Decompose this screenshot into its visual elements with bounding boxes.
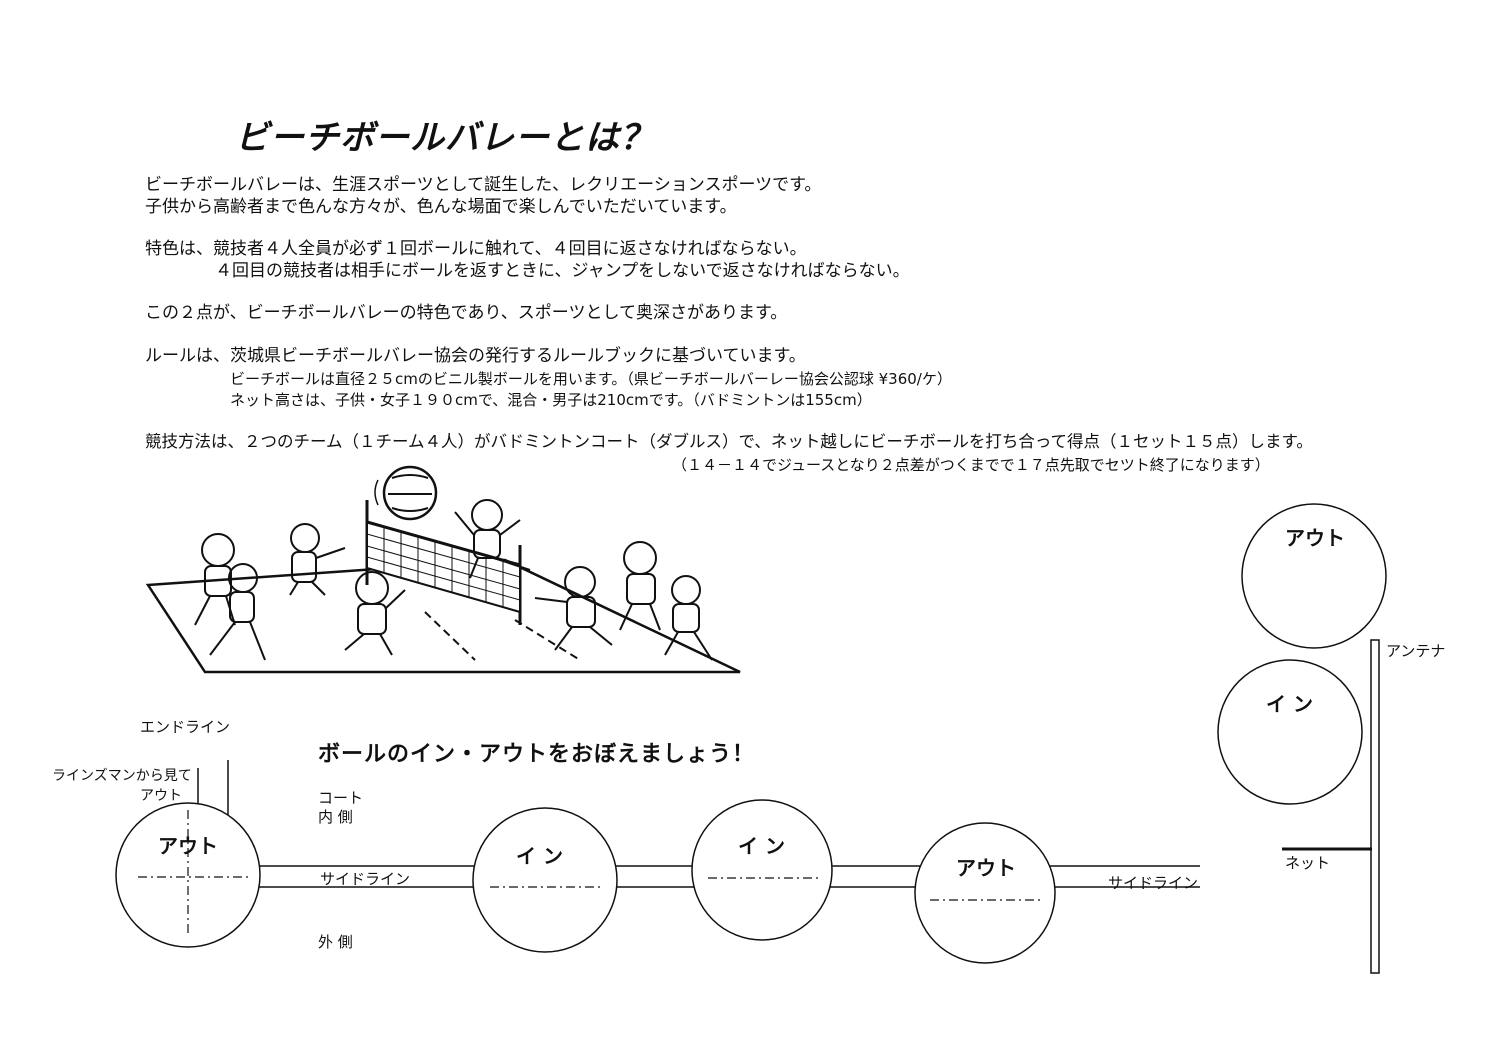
ball-circle-in-1 xyxy=(472,807,618,953)
rules-line-2: ビーチボールは直径２５cmのビニル製ボールを用います。（県ビーチボールバーレー協… xyxy=(230,370,952,388)
ball-label-out-1: アウト xyxy=(158,834,218,858)
rules-line-1: ルールは、茨城県ビーチボールバレー協会の発行するルールブックに基づいています。 xyxy=(145,346,806,366)
court-label-1: コート xyxy=(318,789,364,807)
ball-circle-in-mid xyxy=(1217,659,1363,805)
features-line-2: ４回目の競技者は相手にボールを返すときに、ジャンプをしないで返さなければならない… xyxy=(215,261,910,281)
ball-label-in-1: イ ン xyxy=(516,844,563,868)
method-line-2: （１４－１４でジュースとなり２点差がつくまでで１７点先取でセツト終了になります） xyxy=(672,456,1270,474)
antenna xyxy=(1370,639,1380,974)
court-label-2: 内 側 xyxy=(318,808,353,826)
summary-line: この２点が、ビーチボールバレーの特色であり、スポーツとして奥深さがあります。 xyxy=(145,303,788,323)
features-line-1: 特色は、競技者４人全員が必ず１回ボールに触れて、４回目に返さなければならない。 xyxy=(145,239,807,259)
ball-circle-out-top xyxy=(1241,503,1387,649)
ball-label-out-2: アウト xyxy=(956,856,1016,880)
ball-circle-in-2 xyxy=(691,799,833,941)
end-line xyxy=(197,760,229,815)
player-figure xyxy=(454,499,531,579)
diagram-heading: ボールのイン・アウトをおぼえましょう！ xyxy=(318,742,756,767)
linesman-label-2: アウト xyxy=(140,788,182,804)
intro-line-1: ビーチボールバレーは、生涯スポーツとして誕生した、レクリエーションスポーツです。 xyxy=(145,175,822,195)
intro-line-2: 子供から高齢者まで色んな方々が、色んな場面で楽しんでいただいています。 xyxy=(145,197,737,217)
player-figure xyxy=(664,575,713,661)
page-title: ビーチボールバレーとは？ xyxy=(235,118,655,158)
player-figure xyxy=(619,541,661,631)
rules-line-3: ネット高さは、子供・女子１９０cmで、混合・男子は210cmです。（バドミントン… xyxy=(230,391,872,409)
side-line-label-2: サイドライン xyxy=(1108,874,1199,892)
player-figure xyxy=(534,566,613,651)
linesman-label-1: ラインズマンから見て xyxy=(52,768,192,784)
ball-label-in-2: イ ン xyxy=(738,834,785,858)
side-line-label-1: サイドライン xyxy=(320,870,411,888)
method-line-1: 競技方法は、２つのチーム（１チーム４人）がバドミントンコート（ダブルス）で、ネッ… xyxy=(145,432,1313,451)
ball-label-in-mid: イ ン xyxy=(1266,692,1313,716)
outside-label: 外 側 xyxy=(318,933,353,951)
player-figure xyxy=(344,571,406,656)
player-figure xyxy=(289,523,346,596)
player-figure xyxy=(209,563,266,661)
ball-circle-out-2 xyxy=(914,822,1056,964)
end-line-label: エンドライン xyxy=(140,718,231,736)
net-label: ネット xyxy=(1285,854,1331,872)
beach-volleyball-illustration xyxy=(145,465,741,674)
antenna-label: アンテナ xyxy=(1386,642,1446,660)
ball-label-out-top: アウト xyxy=(1285,526,1345,550)
